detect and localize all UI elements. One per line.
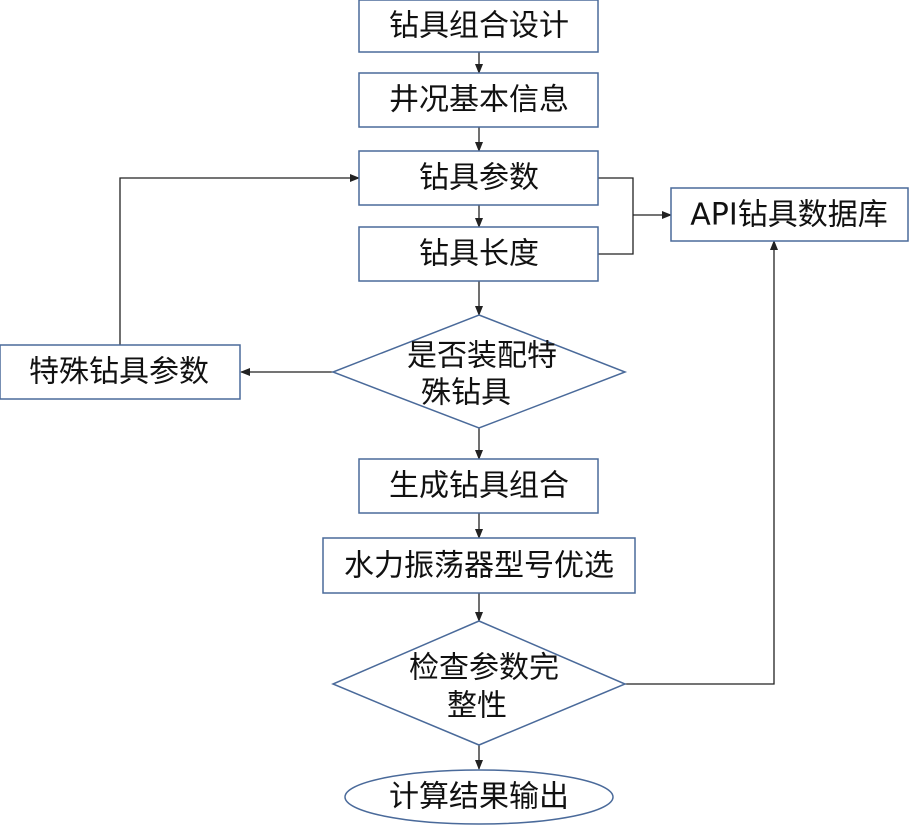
check-decision-label-line2: 整性 [447, 689, 507, 724]
oscillator-select-label: 水力振荡器型号优选 [344, 549, 614, 584]
node-special-decision: 是否装配特 殊钻具 [330, 314, 628, 429]
node-tool-length: 钻具长度 [358, 226, 599, 282]
check-decision-label-line1: 检查参数完 [409, 651, 559, 686]
tool-length-label: 钻具长度 [419, 237, 539, 272]
node-special-tools: 特殊钻具参数 [0, 344, 241, 400]
node-bha-design: 钻具组合设计 [358, 0, 599, 53]
node-output: 计算结果输出 [344, 769, 614, 825]
edge-special-to-params [119, 174, 360, 345]
generate-bha-label: 生成钻具组合 [389, 469, 569, 504]
special-decision-label-line1: 是否装配特 [407, 339, 557, 374]
edge-length-to-api [598, 215, 634, 255]
node-api-database: API钻具数据库 [670, 187, 909, 242]
special-decision-label-line2: 殊钻具 [421, 376, 511, 411]
node-check-decision: 检查参数完 整性 [331, 620, 627, 746]
node-well-info: 井况基本信息 [358, 72, 599, 128]
node-generate-bha: 生成钻具组合 [358, 458, 599, 514]
bha-design-label: 钻具组合设计 [389, 9, 569, 44]
edge-check-to-api [625, 240, 778, 685]
node-tool-params: 钻具参数 [358, 150, 599, 206]
edges [119, 52, 778, 770]
special-tools-label: 特殊钻具参数 [29, 355, 209, 390]
api-database-label: API钻具数据库 [690, 198, 887, 233]
output-label: 计算结果输出 [389, 780, 569, 815]
edge-params-to-api [598, 177, 634, 215]
tool-params-label: 钻具参数 [419, 161, 539, 196]
well-info-label: 井况基本信息 [389, 83, 569, 118]
node-oscillator-select: 水力振荡器型号优选 [322, 537, 636, 594]
